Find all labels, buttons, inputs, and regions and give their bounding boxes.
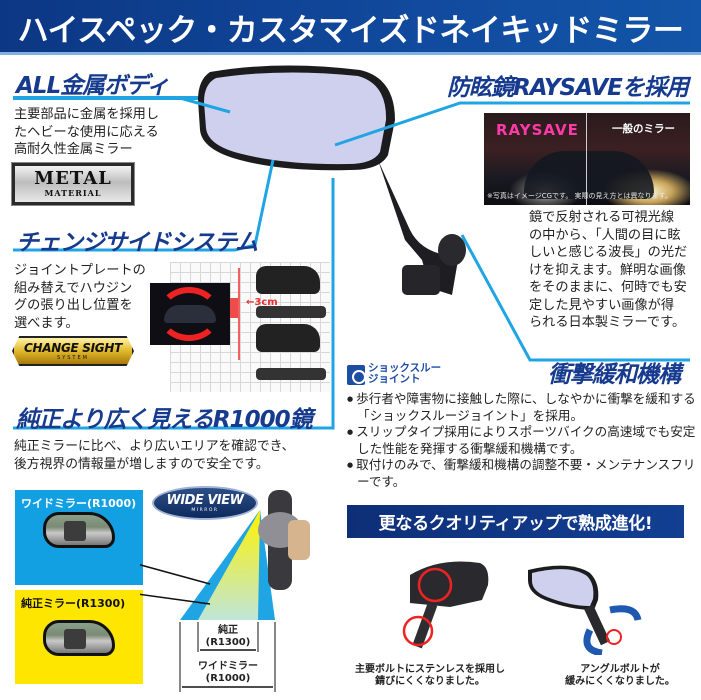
- handlebar-top: [256, 306, 326, 318]
- photo-note: ※写真はイメージCGです。 実際の見え方とは異なります。: [487, 192, 672, 200]
- wide-mirror-panel: ワイドミラー(R1000): [15, 490, 143, 585]
- shock-thru-joint-icon: [347, 365, 366, 385]
- normal-mirror-label: 一般のミラー: [612, 123, 675, 135]
- offset-guide-line: [238, 268, 240, 360]
- stainless-bolt-image: [402, 561, 489, 649]
- wide-view-text: 純正ミラーに比べ、より広いエリアを確認でき、 後方視界の情報量が増しますので安全…: [14, 439, 295, 472]
- wide-range-label: ワイドミラー (R1000): [198, 661, 258, 684]
- wide-view-heading: 純正より広く見えるR1000鏡: [16, 407, 313, 433]
- offset-label: ←3cm: [246, 297, 278, 308]
- raysave-comparison-photo: RAYSAVE 一般のミラー ※写真はイメージCGです。 実際の見え方とは異なり…: [484, 113, 690, 205]
- angle-bolt-image: [528, 565, 642, 655]
- metal-material-badge: METAL MATERIAL: [12, 163, 134, 205]
- mirror-product-image: [198, 65, 466, 295]
- field-of-view-diagram: [140, 490, 310, 692]
- top-banner: [0, 0, 701, 55]
- raysave-logo: RAYSAVE: [496, 121, 579, 139]
- standard-mirror-panel: 純正ミラー(R1300): [15, 590, 143, 684]
- list-item: 取付けのみで、衝撃緩和機構の調整不要・メンテナンスフリーです。: [347, 457, 697, 490]
- wide-view-logo: WIDE VIEW MIRROR: [152, 486, 258, 520]
- standard-mirror-view: [43, 620, 115, 656]
- change-side-heading: チェンジサイドシステム: [16, 230, 258, 256]
- metal-body-text: 主要部品に金属を採用し たヘビーな使用に応える 高耐久性金属ミラー: [14, 107, 160, 157]
- standard-range-label: 純正 (R1300): [205, 625, 251, 648]
- shock-thru-joint-logo: ショックスルー ジョイント: [368, 362, 442, 385]
- raysave-heading: 防眩鏡RAYSAVEを採用: [447, 75, 689, 101]
- list-item: スリップタイプ採用によりスポーツバイクの高速域でも安定した性能を発揮する衝撃緩和…: [347, 424, 697, 457]
- stainless-bolt-caption: 主要ボルトにステンレスを採用し 錆びにくくなりました。: [355, 664, 505, 687]
- rotate-photo: [150, 283, 230, 345]
- wide-mirror-view: [43, 512, 115, 548]
- metal-body-heading: ALL金属ボディ: [16, 73, 170, 99]
- change-sight-badge: CHANGE SIGHT SYSTEM: [12, 336, 134, 366]
- quality-up-banner: 更なるクオリティアップで熟成進化!: [347, 505, 684, 538]
- rotate-arrows-icon: [158, 287, 220, 341]
- page-title: ハイスペック・カスタマイズドネイキッドミラー: [17, 13, 684, 49]
- car-image: [524, 151, 654, 199]
- shock-bullet-list: 歩行者や障害物に接触した際に、しなやかに衝撃を緩和する「ショックスルージョイント…: [347, 391, 697, 491]
- comparison-divider: [586, 113, 587, 205]
- list-item: 歩行者や障害物に接触した際に、しなやかに衝撃を緩和する「ショックスルージョイント…: [347, 391, 697, 424]
- mirror-position-bottom: [256, 324, 320, 352]
- shock-heading: 衝撃緩和機構: [548, 362, 681, 388]
- offset-marker: [230, 298, 238, 318]
- raysave-text: 鏡で反射される可視光線 の中から、「人間の目に眩 しいと感じる波長」の光だ けを…: [529, 210, 688, 330]
- mirror-position-top: [256, 266, 320, 294]
- change-side-text: ジョイントプレートの 組み替えでハウジン グの張り出し位置を 選べます。: [14, 263, 146, 331]
- angle-bolt-caption: アングルボルトが 緩みにくくなりました。: [565, 664, 675, 687]
- handlebar-bottom: [256, 368, 326, 380]
